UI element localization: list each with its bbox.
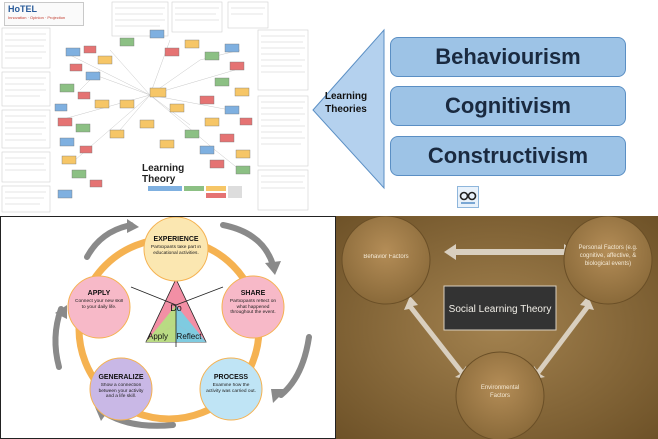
glasses-logo-icon <box>457 186 479 208</box>
slt-title: Social Learning Theory <box>449 304 552 315</box>
behavior-factors-label: Behavior Factors <box>363 254 409 260</box>
learning-theories-label: Learning Theories <box>324 91 368 115</box>
theories-arrow-shape <box>312 28 385 190</box>
personal-factors-node <box>563 216 653 305</box>
stage-share-text: Participants reflect on what happened th… <box>229 299 277 315</box>
cycle-diagram: Do Apply Reflect EXPERIENCE Participants… <box>52 217 312 429</box>
center-do-label: Do <box>170 303 182 313</box>
behavior-factors-node <box>341 216 431 305</box>
mindmap-graphic <box>1 1 309 213</box>
stage-generalize: GENERALIZE Show a connection between you… <box>89 357 153 421</box>
theory-constructivism: Constructivism <box>390 136 626 176</box>
center-apply-label: Apply <box>148 332 168 341</box>
stage-experience-text: Participants take part in educational ac… <box>150 245 202 256</box>
stage-process: PROCESS Examine how the activity was car… <box>199 357 263 421</box>
stage-share-title: SHARE <box>241 290 266 297</box>
learning-theories-panel: Learning Theories Behaviourism Cognitivi… <box>312 0 658 216</box>
environmental-factors-label: Environmental Factors <box>480 385 520 399</box>
learning-theory-mindmap: HoTEL Innovation · Opinion · Projection … <box>0 0 312 216</box>
hotel-logo: HoTEL Innovation · Opinion · Projection <box>4 2 84 26</box>
hotel-logo-subtitle: Innovation · Opinion · Projection <box>8 15 66 20</box>
stage-apply: APPLY Connect your new skill to your dai… <box>67 275 131 339</box>
glasses-icon <box>459 191 477 204</box>
stage-generalize-text: Show a connection between your activity … <box>98 383 144 399</box>
slt-title-box <box>443 285 557 331</box>
stage-process-title: PROCESS <box>214 374 249 381</box>
slt-arrows <box>404 244 594 380</box>
center-triangle: Do Apply Reflect <box>130 278 224 347</box>
stage-generalize-title: GENERALIZE <box>98 374 143 381</box>
stage-apply-title: APPLY <box>88 290 111 297</box>
experiential-learning-cycle: Do Apply Reflect EXPERIENCE Participants… <box>0 216 336 439</box>
social-learning-theory-panel: Behavior Factors Personal Factors (e.g. … <box>336 216 658 439</box>
social-learning-diagram: Behavior Factors Personal Factors (e.g. … <box>336 216 658 439</box>
stage-share: SHARE Participants reflect on what happe… <box>221 275 285 339</box>
hotel-logo-title: HoTEL <box>8 4 37 14</box>
personal-factors-label: Personal Factors (e.g. cognitive, affect… <box>578 245 638 267</box>
theory-cognitivism: Cognitivism <box>390 86 626 126</box>
stage-experience-title: EXPERIENCE <box>153 236 198 243</box>
center-reflect-label: Reflect <box>177 332 203 341</box>
stage-apply-text: Connect your new skill to your daily lif… <box>75 299 123 310</box>
stage-process-text: Examine how the activity was carried out… <box>206 383 256 394</box>
theory-behaviourism: Behaviourism <box>390 37 626 77</box>
stage-experience: EXPERIENCE Participants take part in edu… <box>143 217 209 282</box>
environmental-factors-node <box>455 351 545 439</box>
mindmap-title: Learning Theory <box>142 163 185 185</box>
